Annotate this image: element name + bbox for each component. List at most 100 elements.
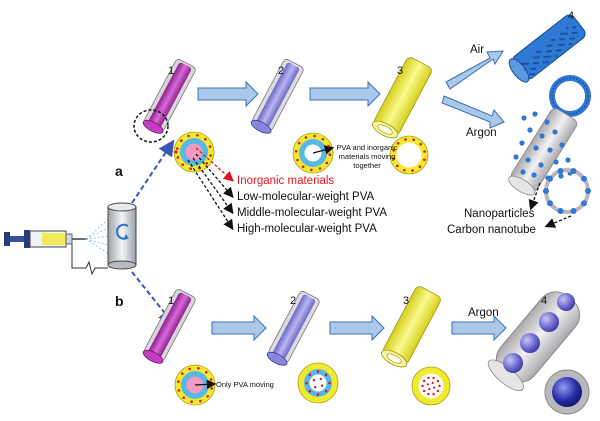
fiber-a4-air: [508, 14, 591, 117]
texture-dot: [536, 50, 539, 54]
cross-section-a2: [292, 132, 335, 174]
particle-dot: [304, 136, 308, 139]
particle-dot: [422, 379, 426, 383]
cross-section-b2: [297, 362, 339, 404]
particle-dot: [189, 167, 192, 170]
texture-dot: [529, 73, 532, 76]
particle-dot: [581, 175, 587, 182]
particle-dot: [428, 388, 431, 391]
particle-dot: [392, 149, 396, 152]
particle-dot: [210, 387, 213, 390]
particle-dot: [436, 379, 440, 383]
particle-dot: [181, 372, 184, 376]
gas-air-label: Air: [470, 44, 484, 56]
particle-dot: [208, 145, 212, 148]
texture-dot: [545, 55, 548, 58]
step-b1-label: 1: [168, 295, 174, 307]
texture-dot: [558, 43, 561, 47]
texture-dot: [526, 62, 530, 65]
particle-dot: [209, 154, 212, 157]
texture-dot: [520, 62, 524, 66]
texture-dot: [574, 26, 577, 29]
texture-dot: [544, 61, 547, 64]
texture-dot: [522, 62, 526, 65]
note-only-pva: Only PVA moving: [216, 380, 274, 389]
texture-dot: [570, 43, 573, 46]
particle-dot: [432, 376, 435, 380]
product-carbon-nanotube: Carbon nanotube: [447, 224, 536, 236]
particle-dot: [396, 142, 400, 145]
note-pva-inorganic-3: together: [353, 161, 381, 170]
step-b4-label: 4: [541, 295, 547, 307]
particle-dot: [181, 163, 184, 166]
cross-section-a3: [389, 135, 429, 175]
particle-dot: [427, 376, 430, 380]
particle-dot: [531, 172, 537, 178]
texture-dot: [550, 44, 553, 47]
particle-dot: [196, 134, 199, 137]
texture-dot: [560, 43, 563, 46]
product-arrows: [528, 182, 572, 228]
particle-dot: [427, 392, 430, 396]
particle-dot: [585, 188, 591, 194]
texture-dot: [537, 56, 540, 59]
legend-high-pva: High-molecular-weight PVA: [237, 223, 377, 235]
particle-dot: [570, 208, 577, 214]
particle-dot: [570, 168, 577, 174]
particle-dot: [316, 393, 320, 396]
texture-dot: [549, 55, 552, 58]
particle-dot: [182, 396, 185, 400]
fiber-b3: [381, 286, 441, 368]
collector-drum: [107, 202, 137, 270]
particle-dot: [294, 150, 298, 153]
texture-dot: [540, 50, 543, 53]
texture-dot: [524, 68, 527, 71]
texture-dot: [561, 38, 564, 41]
texture-dot: [575, 31, 578, 34]
flow-arrows-b: [211, 314, 507, 342]
particle-dot: [513, 154, 519, 160]
texture-dot: [524, 62, 528, 65]
texture-dot: [573, 31, 576, 34]
texture-dot: [572, 26, 575, 29]
path-a-arrow: [131, 139, 175, 204]
particle-dot: [319, 377, 322, 381]
particle-dot: [396, 164, 399, 168]
particle-dot: [206, 395, 209, 398]
texture-dot: [561, 32, 564, 35]
particle-dot: [177, 389, 181, 392]
texture-dot: [548, 44, 551, 47]
gas-argon-bottom-label: Argon: [468, 307, 499, 319]
texture-dot: [532, 62, 536, 65]
legend-inorganic: Inorganic materials: [237, 175, 334, 187]
flow-arrows-a: [197, 50, 505, 129]
cross-section-b3: [411, 366, 451, 406]
particle-dot: [422, 389, 426, 393]
particle-dot: [527, 127, 533, 133]
texture-dot: [566, 26, 569, 29]
note-pva-inorganic-1: PVA and inorganic: [336, 143, 397, 152]
texture-dot: [543, 55, 546, 59]
path-a-label: a: [115, 163, 123, 179]
texture-dot: [547, 50, 551, 53]
particle-dot: [418, 165, 422, 168]
step-a3-label: 3: [397, 65, 403, 77]
texture-dot: [551, 38, 554, 42]
texture-dot: [557, 49, 561, 52]
particle-dot: [320, 384, 324, 387]
particle-dot: [204, 138, 207, 141]
particle-dot: [433, 386, 436, 389]
texture-dot: [571, 31, 574, 35]
particle-dot: [432, 392, 435, 396]
texture-dot: [545, 50, 549, 53]
particle-dot: [312, 379, 316, 382]
path-b-label: b: [115, 293, 124, 309]
particle-dot: [209, 378, 213, 381]
particle-dot: [538, 162, 544, 168]
particle-dot: [525, 157, 531, 163]
fiber-a3: [372, 57, 432, 139]
particle-dot: [316, 370, 320, 373]
texture-dot: [547, 55, 550, 58]
cross-section-a1: [173, 131, 215, 173]
circuit-wire: [71, 244, 108, 276]
